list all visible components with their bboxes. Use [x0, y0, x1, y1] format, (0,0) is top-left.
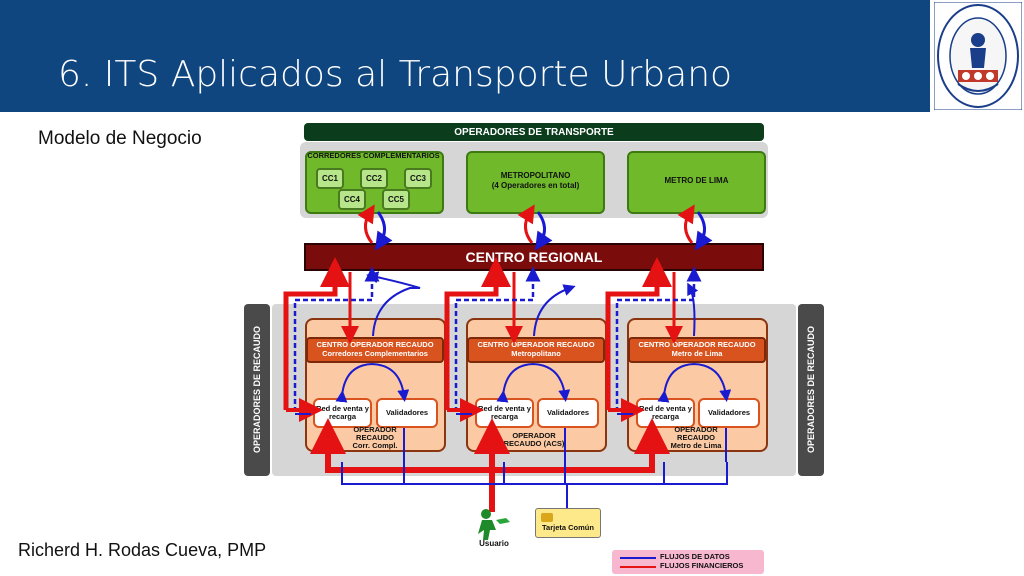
operador-3-line3: Metro de Lima: [670, 440, 722, 450]
operador-3-line1: OPERADOR: [674, 425, 718, 434]
legend-data-label: FLUJOS DE DATOS: [660, 552, 730, 561]
legend-data-line: [620, 557, 656, 559]
operador-recaudo-2: OPERADOR RECAUDO (ACS): [494, 432, 574, 448]
cc2-box: CC2: [360, 168, 388, 189]
cc5-box: CC5: [382, 189, 410, 210]
user-icon: [478, 509, 510, 540]
card-chip-icon: [541, 513, 553, 522]
metro-lima-box: [627, 151, 766, 214]
corredores-label: CORREDORES COMPLEMENTARIOS: [307, 151, 440, 160]
centro-recaudo-2-sub: Metropolitano: [511, 349, 561, 358]
operador-3-line2: RECAUDO: [677, 432, 715, 442]
centro-recaudo-2: CENTRO OPERADOR RECAUDO Metropolitano: [467, 337, 605, 363]
operador-1-line1: OPERADOR: [353, 425, 397, 434]
centro-recaudo-1-sub: Corredores Complementarios: [322, 349, 428, 358]
operador-1-line2: RECAUDO: [356, 432, 394, 442]
metropolitano-label: METROPOLITANO: [500, 171, 571, 180]
header-bar: 6. ITS Aplicados al Transporte Urbano: [0, 0, 930, 112]
operador-2-line1: OPERADOR: [512, 431, 556, 440]
transport-operators-bar: OPERADORES DE TRANSPORTE: [304, 123, 764, 141]
legend-financial-line: [620, 566, 656, 568]
centro-recaudo-2-title: CENTRO OPERADOR RECAUDO: [477, 340, 595, 350]
centro-recaudo-3: CENTRO OPERADOR RECAUDO Metro de Lima: [628, 337, 766, 363]
page-title: 6. ITS Aplicados al Transporte Urbano: [58, 54, 733, 95]
cc3-box: CC3: [404, 168, 432, 189]
metropolitano-sub: (4 Operadores en total): [491, 181, 580, 190]
centro-recaudo-3-sub: Metro de Lima: [671, 349, 723, 358]
cc1-box: CC1: [316, 168, 344, 189]
operador-recaudo-1: OPERADOR RECAUDO Corr. Compl.: [335, 426, 415, 450]
right-side-bar: [798, 304, 824, 476]
centro-recaudo-1-title: CENTRO OPERADOR RECAUDO: [316, 340, 434, 350]
operador-1-line3: Corr. Compl.: [352, 440, 398, 450]
centro-recaudo-3-title: CENTRO OPERADOR RECAUDO: [638, 340, 756, 350]
legend-box: [612, 550, 764, 574]
author-name: Richerd H. Rodas Cueva, PMP: [18, 540, 267, 560]
left-side-bar: [244, 304, 270, 476]
legend-financial-label: FLUJOS FINANCIEROS: [660, 561, 744, 570]
operador-2-line2: RECAUDO (ACS): [503, 438, 565, 448]
operador-recaudo-3: OPERADOR RECAUDO Metro de Lima: [656, 426, 736, 450]
centro-recaudo-1: CENTRO OPERADOR RECAUDO Corredores Compl…: [306, 337, 444, 363]
metropolitano-box: [466, 151, 605, 214]
user-label: Usuario: [479, 539, 509, 548]
subtitle: Modelo de Negocio: [38, 128, 202, 149]
validadores-2: Validadores: [537, 398, 599, 428]
university-logo: [934, 2, 1022, 110]
metro-lima-label: METRO DE LIMA: [664, 176, 729, 185]
card-label: Tarjeta Común: [542, 523, 594, 532]
